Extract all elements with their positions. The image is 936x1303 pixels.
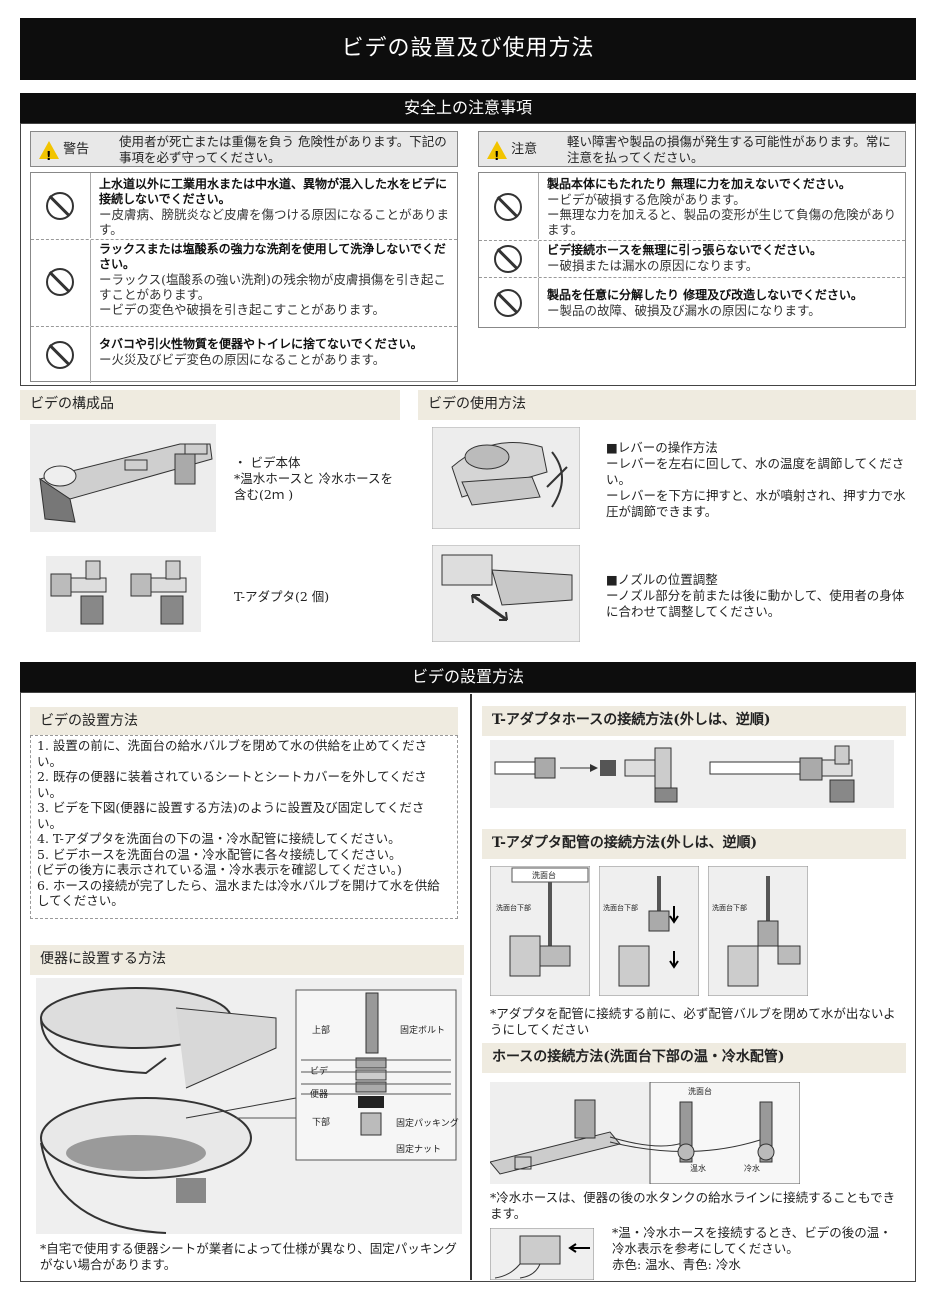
steps-list: 1. 設置の前に、洗面台の給水バルブを閉めて水の供給を止めてください。 2. 既… [31,736,457,909]
step-item: 6. ホースの接続が完了したら、温水または冷水バルブを開けて水を供給してください… [37,877,440,909]
install-frame [20,692,916,1282]
rule-heading: 製品を任意に分解したり 修理及び改造しないでください。 [547,288,863,302]
warning-label: 警告 [39,138,97,168]
hose-note-1: *冷水ホースは、便器の後の水タンクの給水ラインに接続することもできます。 [490,1190,896,1221]
hose-header: ホースの接続方法(洗面台下部の温・冷水配管) [482,1043,906,1073]
pipe-label-b: 洗面台下部 [496,904,531,912]
caution-box: 注意 軽い障害や製品の損傷が発生する可能性があります。常に注意を払ってください。 [478,131,906,168]
toilet-note: *自宅で使用する便器シートが業者によって仕様が異なり、固定パッキングがない場合が… [40,1241,457,1272]
components-item-adapter: T-アダプタ(2 個) [234,589,330,604]
bidet-body-image [30,424,216,532]
rule-detail: ー製品の故障、破損及び漏水の原因になります。 [547,303,821,318]
hose-label-hot: 温水 [690,1164,706,1173]
rule-detail: ー破損または漏水の原因になります。 [547,258,759,273]
toilet-label-bowl: 便器 [310,1090,329,1100]
t-adapter-image [46,556,201,632]
toilet-header: 便器に設置する方法 [30,945,464,975]
nozzle-image [432,545,580,642]
hose-note-2: *温・冷水ホースを接続するとき、ビデの後の温・冷水表示を参考にしてください。 赤… [612,1225,892,1272]
step-item: 4. T-アダプタを洗面台の下の温・冷水配管に接続してください。 [37,831,401,846]
pipe-step2-image [599,866,699,996]
lever-image [432,427,580,529]
rule-detail: ー火災及びビデ変色の原因になることがあります。 [99,352,386,367]
hose-connection-diagram [490,1082,800,1184]
pipe-label-d: 洗面台下部 [712,904,747,912]
prohibited-icon [46,192,74,220]
rule-heading: ビデ接続ホースを無理に引っ張らないでください。 [547,243,823,257]
no-fire-icon [46,341,74,369]
pipe-step1-image [490,866,590,996]
prohibited-icon [494,193,522,221]
toilet-label-nut: 固定ナット [396,1145,442,1155]
hose-label-sink: 洗面台 [688,1087,712,1096]
step-item: (ビデの後方に表示されている温・冷水表示を確認してください。) [37,862,402,877]
prohibited-icon [494,245,522,273]
toilet-label-bottom: 下部 [312,1118,331,1128]
caution-row: 製品本体にもたれたり 無理に力を加えないでください。 ービデが破損する危険があり… [479,173,905,239]
hose-adapter-header: T-アダプタホースの接続方法(外しは、逆順) [482,706,906,736]
caution-label: 注意 [487,138,545,168]
pipe-note: *アダプタを配管に接続する前に、必ず配管バルブを閉めて水が出ないようにしてくださ… [490,1006,896,1037]
warning-triangle-icon [39,140,59,168]
rule-heading: ラックスまたは塩酸系の強力な洗剤を使用して洗浄しないでください。 [99,242,446,271]
step-item: 1. 設置の前に、洗面台の給水バルブを閉めて水の供給を止めてください。 [37,738,428,769]
warning-row: タバコや引火性物質を便器やトイレに捨てないでください。 ー火災及びビデ変色の原因… [31,326,457,383]
caution-row: ビデ接続ホースを無理に引っ張らないでください。 ー破損または漏水の原因になります… [479,240,905,277]
pipe-step3-image [708,866,808,996]
rule-detail: ービデが破損する危険があります。 ー無理な力を加えると、製品の変形が生じて負傷の… [547,192,897,237]
toilet-label-packing: 固定パッキング [396,1119,459,1129]
pipe-label-c: 洗面台下部 [603,904,638,912]
pipe-adapter-header: T-アダプタ配管の接続方法(外しは、逆順) [482,829,906,859]
toilet-label-top: 上部 [312,1026,331,1036]
rule-detail: ーラックス(塩酸系の強い洗剤)の残余物が皮膚損傷を引き起こすことがあります。 ー… [99,272,446,317]
no-disassembly-icon [494,289,522,317]
usage-header: ビデの使用方法 [418,390,916,420]
caution-row: 製品を任意に分解したり 修理及び改造しないでください。 ー製品の故障、破損及び漏… [479,277,905,329]
hose-label-cold: 冷水 [744,1164,760,1173]
pipe-label-a: 洗面台 [532,871,556,880]
toilet-label-bidet: ビデ [310,1067,329,1077]
warning-box: 警告 使用者が死亡または重傷を負う 危険性があります。下記の事項を必ず守ってくだ… [30,131,458,168]
step-item: 5. ビデホースを洗面台の温・冷水配管に各々接続してください。 [37,846,402,862]
hose-back-image [490,1228,594,1280]
rule-heading: タバコや引火性物質を便器やトイレに捨てないでください。 [99,337,423,351]
rule-detail: ー皮膚病、膀胱炎など皮膚を傷つける原因になることがあります。 [99,207,450,237]
steps-box: 1. 設置の前に、洗面台の給水バルブを閉めて水の供給を止めてください。 2. 既… [30,735,458,919]
warning-row: ラックスまたは塩酸系の強力な洗剤を使用して洗浄しないでください。 ーラックス(塩… [31,239,457,326]
caution-triangle-icon [487,140,507,168]
step-item: 2. 既存の便器に装着されているシートとシートカバーを外してください。 [37,769,427,800]
steps-header: ビデの設置方法 [30,707,458,735]
components-item-body: ・ ビデ本体 *温水ホースと 冷水ホースを含む(2ｍ ) [234,455,393,502]
components-header: ビデの構成品 [20,390,400,420]
prohibited-icon [46,268,74,296]
warning-text: 使用者が死亡または重傷を負う 危険性があります。下記の事項を必ず守ってください。 [119,134,447,165]
hose-adapter-diagram [490,740,894,808]
caution-table: 製品本体にもたれたり 無理に力を加えないでください。 ービデが破損する危険があり… [478,172,906,329]
column-divider [470,694,472,1280]
step-item: 3. ビデを下図(便器に設置する方法)のように設置及び固定してください。 [37,800,425,831]
rule-heading: 上水道以外に工業用水または中水道、異物が混入した水をビデに接続しないでください。 [99,177,448,206]
safety-frame [20,123,916,386]
caution-text: 軽い障害や製品の損傷が発生する可能性があります。常に注意を払ってください。 [567,134,891,165]
toilet-label-bolt: 固定ボルト [400,1026,446,1036]
install-header: ビデの設置方法 [20,662,916,692]
warning-table: 上水道以外に工業用水または中水道、異物が混入した水をビデに接続しないでください。… [30,172,458,383]
page-title: ビデの設置及び使用方法 [20,18,916,80]
usage-nozzle-text: ■ノズルの位置調整 ーノズル部分を前または後に動かして、使用者の身体に合わせて調… [606,572,905,619]
rule-heading: 製品本体にもたれたり 無理に力を加えないでください。 [547,177,851,191]
safety-header: 安全上の注意事項 [20,93,916,123]
toilet-diagram [36,978,462,1234]
usage-lever-text: ■レバーの操作方法 ーレバーを左右に回して、水の温度を調節してください。 ーレバ… [606,440,906,519]
warning-row: 上水道以外に工業用水または中水道、異物が混入した水をビデに接続しないでください。… [31,173,457,238]
